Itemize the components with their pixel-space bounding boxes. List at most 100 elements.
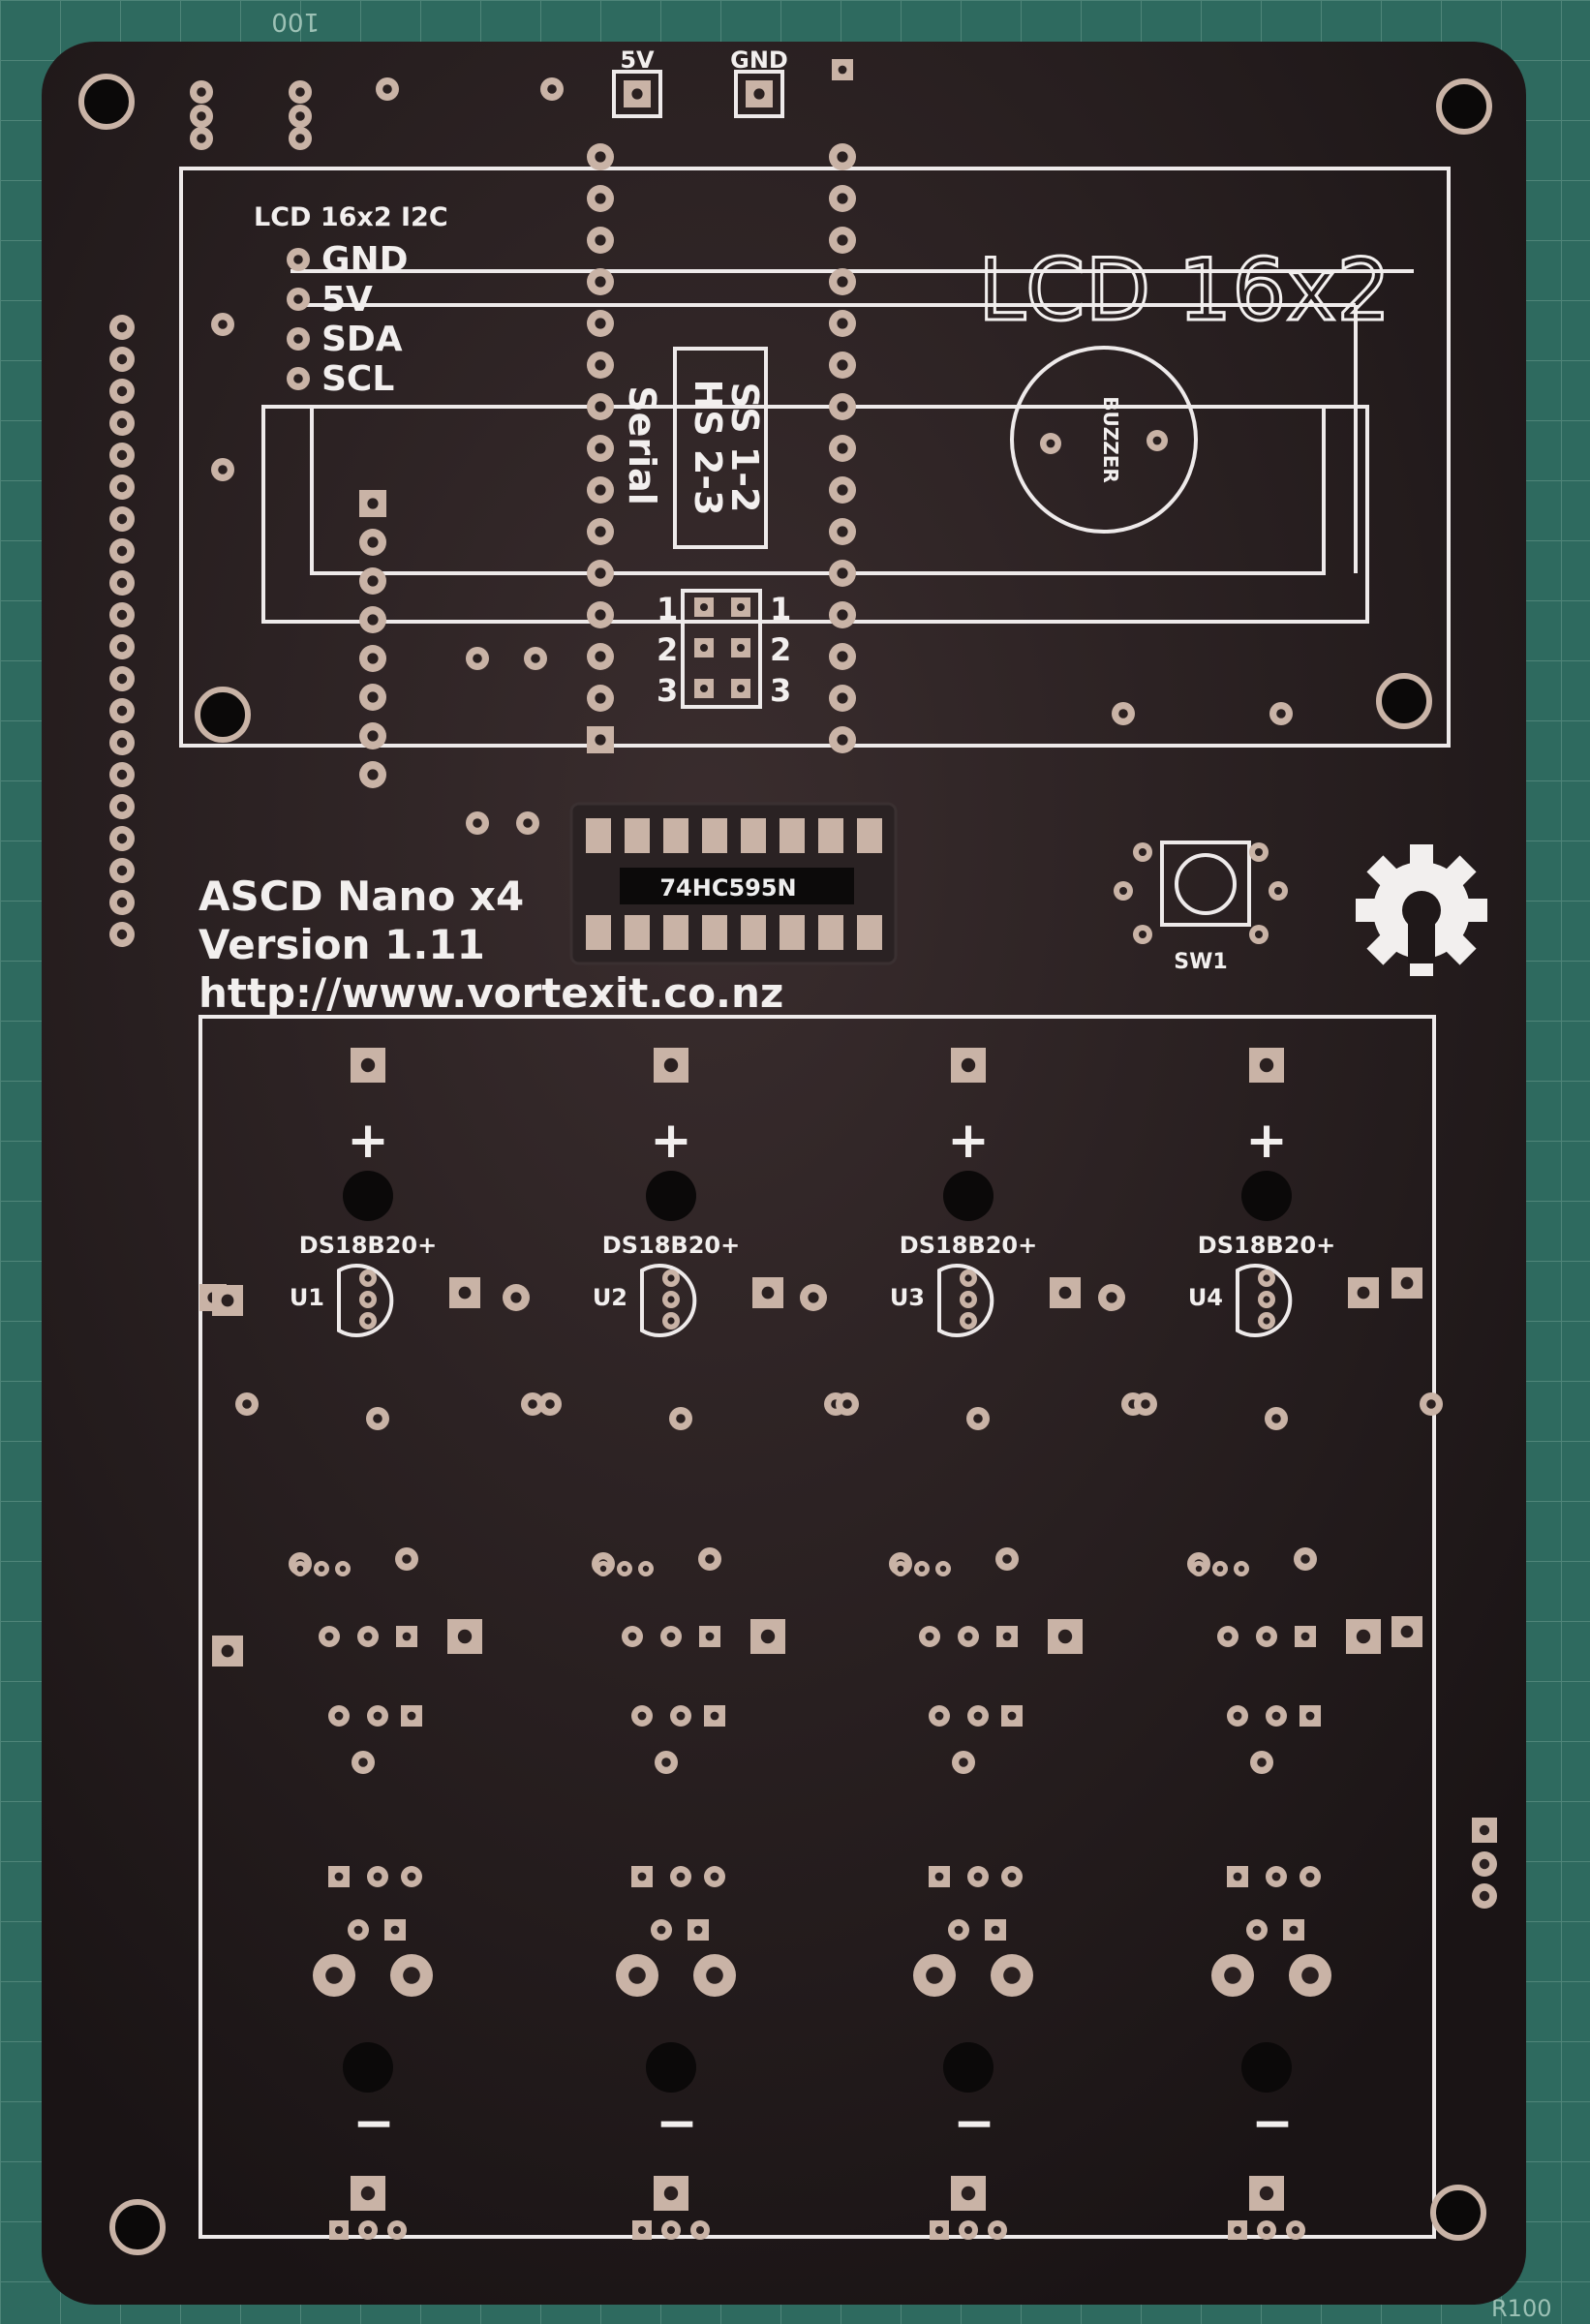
power-5v-outline bbox=[612, 70, 662, 118]
drill-hole bbox=[116, 833, 128, 844]
drill-hole bbox=[710, 1872, 719, 1881]
drill-hole bbox=[837, 443, 848, 454]
drill-hole bbox=[1216, 1565, 1224, 1573]
drill-hole bbox=[407, 1711, 416, 1721]
drill-hole bbox=[1007, 1872, 1017, 1881]
drill-hole bbox=[367, 498, 379, 509]
drill-hole bbox=[1292, 2226, 1300, 2234]
jumper-number: 1 bbox=[657, 591, 678, 627]
drill-hole bbox=[116, 897, 128, 908]
drill-hole bbox=[1118, 709, 1128, 719]
buzzer-outline bbox=[1010, 346, 1198, 534]
drill-hole bbox=[334, 1711, 344, 1721]
drill-hole bbox=[837, 692, 848, 704]
drill-hole bbox=[116, 929, 128, 940]
drill-hole bbox=[1289, 1925, 1299, 1935]
open-hardware-gear-icon bbox=[1356, 844, 1487, 976]
drill-hole bbox=[918, 1565, 926, 1573]
drill-hole bbox=[367, 575, 379, 587]
plus-label: + bbox=[347, 1112, 389, 1170]
drill-hole bbox=[382, 84, 392, 94]
drill-hole bbox=[1263, 1296, 1270, 1303]
drill-hole bbox=[364, 1296, 372, 1303]
drill-hole bbox=[324, 1632, 334, 1641]
drill-hole bbox=[934, 1872, 944, 1881]
drill-hole bbox=[837, 651, 848, 662]
drill-hole bbox=[367, 769, 379, 780]
drill-hole bbox=[373, 1872, 382, 1881]
drill-hole bbox=[1400, 1625, 1414, 1638]
drill-hole bbox=[657, 1925, 666, 1935]
drill-hole bbox=[367, 691, 379, 703]
mounting-hole bbox=[78, 74, 135, 130]
drill-hole bbox=[1046, 439, 1055, 448]
drill-hole bbox=[661, 1758, 671, 1767]
drill-hole bbox=[837, 318, 848, 329]
drill-hole bbox=[116, 769, 128, 780]
drill-hole bbox=[363, 1632, 373, 1641]
drill-hole bbox=[1057, 1629, 1073, 1644]
drill-hole bbox=[1276, 709, 1286, 719]
drill-hole bbox=[963, 1632, 973, 1641]
drill-hole bbox=[676, 1872, 686, 1881]
drill-hole bbox=[1271, 1711, 1281, 1721]
ic-socket-pin bbox=[780, 915, 805, 950]
drill-hole bbox=[1058, 1286, 1072, 1300]
ic-label-strip bbox=[620, 868, 854, 904]
drill-hole bbox=[367, 536, 379, 548]
drill-hole bbox=[595, 526, 606, 537]
drill-hole bbox=[637, 1872, 647, 1881]
drill-hole bbox=[458, 1286, 472, 1300]
drill-hole bbox=[837, 526, 848, 537]
drill-hole bbox=[1002, 1554, 1012, 1564]
ic-socket-pin bbox=[857, 915, 882, 950]
channel-1: DS18B20+U1+− bbox=[290, 1112, 437, 2153]
drill-hole bbox=[842, 1399, 852, 1409]
drill-hole bbox=[293, 255, 303, 264]
drill-hole bbox=[1263, 1274, 1270, 1282]
drill-hole bbox=[531, 654, 540, 663]
drill-hole bbox=[325, 1967, 343, 1984]
ic-socket-pin bbox=[702, 818, 727, 853]
drill-hole bbox=[364, 1274, 372, 1282]
drill-hole bbox=[116, 641, 128, 653]
drill-hole bbox=[334, 1872, 344, 1881]
drill-hole bbox=[961, 2186, 976, 2201]
plus-label: + bbox=[947, 1112, 990, 1170]
drill-hole bbox=[1002, 1632, 1012, 1641]
drill-hole bbox=[523, 818, 533, 828]
drill-hole bbox=[1234, 2226, 1241, 2234]
drill-hole bbox=[964, 1317, 972, 1325]
sensor-hole bbox=[943, 2042, 994, 2093]
drill-hole bbox=[599, 1565, 607, 1573]
drill-hole bbox=[595, 401, 606, 413]
drill-hole bbox=[1357, 1286, 1370, 1300]
drill-hole bbox=[1233, 1711, 1242, 1721]
drill-hole bbox=[116, 481, 128, 493]
switch-outline bbox=[1160, 841, 1251, 927]
drill-hole bbox=[737, 685, 745, 692]
drill-hole bbox=[360, 1057, 376, 1073]
drill-hole bbox=[197, 87, 206, 97]
jumper-number: 3 bbox=[657, 672, 678, 709]
drill-hole bbox=[700, 685, 708, 692]
drill-hole bbox=[1139, 931, 1147, 938]
lcd-pin-5v: 5V bbox=[321, 280, 373, 320]
lcd-pin-gnd: GND bbox=[321, 240, 409, 280]
buzzer-label: BUZZER bbox=[1099, 396, 1122, 483]
ic-socket-pin bbox=[741, 915, 766, 950]
drill-hole bbox=[1195, 1565, 1203, 1573]
power-5v-label: 5V bbox=[620, 46, 655, 74]
drill-hole bbox=[1305, 1872, 1315, 1881]
drill-hole bbox=[335, 2226, 343, 2234]
drill-hole bbox=[994, 2226, 1001, 2234]
drill-hole bbox=[510, 1292, 522, 1303]
jumper-number: 2 bbox=[657, 631, 678, 668]
drill-hole bbox=[837, 193, 848, 204]
drill-hole bbox=[631, 88, 643, 100]
ic-socket-pin bbox=[857, 818, 882, 853]
drill-hole bbox=[676, 1711, 686, 1721]
drill-hole bbox=[1271, 1414, 1281, 1423]
drill-hole bbox=[1259, 1057, 1274, 1073]
drill-hole bbox=[364, 1317, 372, 1325]
